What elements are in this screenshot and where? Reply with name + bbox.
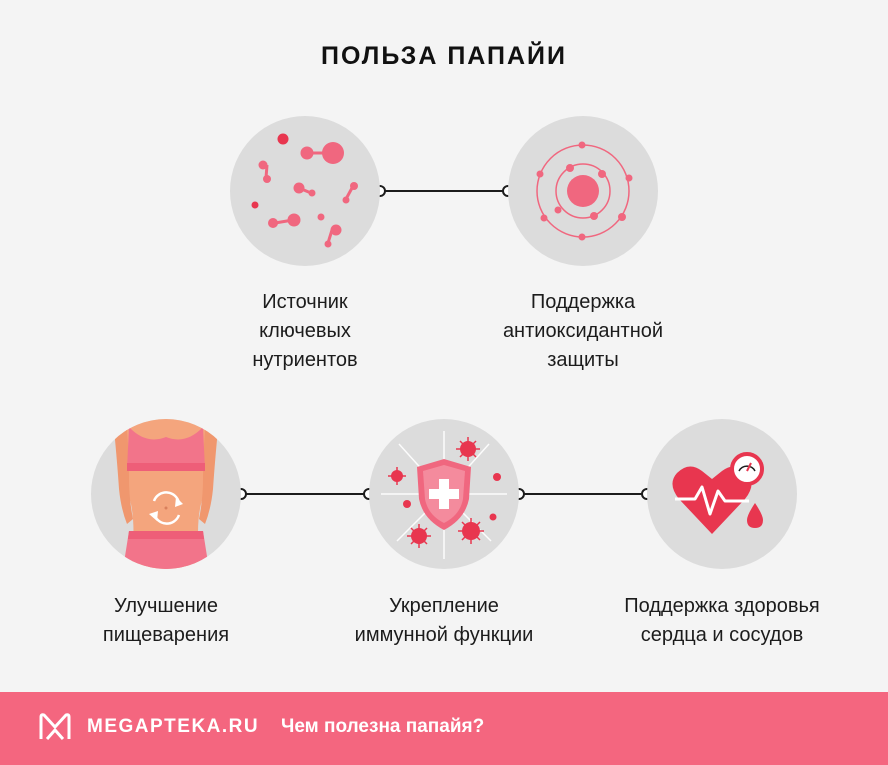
benefit-nutrients-circle <box>230 116 380 266</box>
footer-bar: MEGAPTEKA.RU Чем полезна папайя? <box>0 692 888 765</box>
benefit-label-nutrients: Источник ключевых нутриентов <box>252 291 358 371</box>
page-title: ПОЛЬЗА ПАПАЙИ <box>321 42 567 70</box>
footer-caption: Чем полезна папайя? <box>281 716 485 737</box>
benefit-digestion-circle <box>91 419 241 569</box>
immune-shield-icon <box>381 431 507 559</box>
benefit-label-immune: Укрепление иммунной функции <box>354 595 534 646</box>
brand-logo-icon <box>39 713 71 740</box>
brand-name[interactable]: MEGAPTEKA.RU <box>87 716 260 737</box>
antioxidant-atom-icon <box>536 141 633 241</box>
nutrient-molecules-icon <box>251 133 358 248</box>
benefit-antioxidant-circle <box>508 116 658 266</box>
benefit-label-heart: Поддержка здоровья сердца и сосудов <box>624 595 820 646</box>
benefit-label-digestion: Улучшение пищеварения <box>102 595 230 646</box>
digestion-body-icon <box>113 419 219 569</box>
benefit-heart-circle <box>647 419 797 569</box>
heart-health-icon <box>672 452 764 534</box>
benefit-immune-circle <box>369 419 519 569</box>
benefit-label-antioxidant: Поддержка антиоксидантной защиты <box>502 291 664 371</box>
connector-lines <box>235 185 653 500</box>
